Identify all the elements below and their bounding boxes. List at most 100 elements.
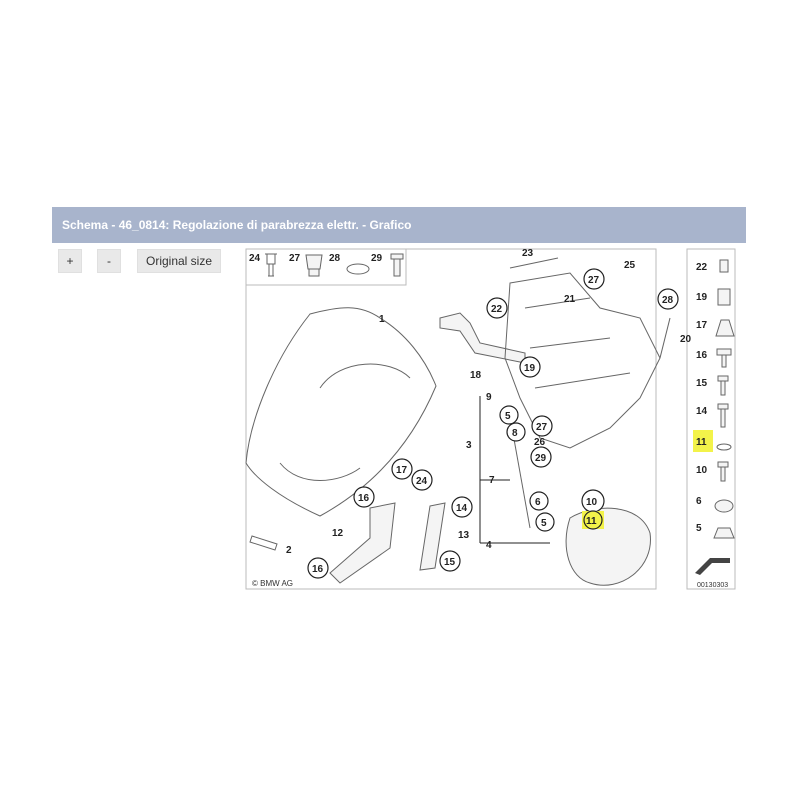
callout-16-circle-a <box>353 486 375 508</box>
screw-icon <box>717 375 729 396</box>
sleeve-icon <box>717 288 731 306</box>
side-part-19-label: 19 <box>696 292 708 303</box>
side-part-6[interactable]: 6 <box>696 496 734 513</box>
callout-17-circle <box>391 458 413 480</box>
holder-12[interactable] <box>329 502 396 584</box>
top-part-24-label: 24 <box>249 253 261 264</box>
side-part-19[interactable]: 19 <box>696 288 731 306</box>
cable-23[interactable] <box>509 257 559 269</box>
callout-7: 7 <box>489 475 495 486</box>
motor-unit-10[interactable] <box>565 507 651 586</box>
top-part-29-label: 29 <box>371 253 383 264</box>
support-bracket-18[interactable] <box>439 312 526 364</box>
callout-27b: 27 <box>536 422 548 433</box>
callout-13: 13 <box>458 530 470 541</box>
callout-27-circle-a <box>583 268 605 290</box>
parts-diagram[interactable]: 24 27 28 29 1 2 3 4 5 5 <box>240 248 740 600</box>
original-size-button[interactable]: Original size <box>137 249 221 273</box>
callout-1: 1 <box>379 314 385 325</box>
callout-5a: 5 <box>505 411 511 422</box>
side-part-6-label: 6 <box>696 496 702 507</box>
part-2-clip[interactable] <box>249 535 278 551</box>
callout-14: 14 <box>456 503 468 514</box>
callout-21: 21 <box>564 294 576 305</box>
callout-16-circle-b <box>307 557 329 579</box>
side-part-11[interactable]: 11 <box>693 430 732 452</box>
expansion-nut-icon <box>305 254 323 277</box>
callout-6-circle <box>529 491 549 511</box>
callout-22: 22 <box>491 304 503 315</box>
callout-11-circle <box>583 510 603 530</box>
callout-4: 4 <box>486 540 492 551</box>
side-part-17[interactable]: 17 <box>696 319 735 337</box>
rivet-icon <box>265 253 277 277</box>
callout-5-circle-a <box>499 405 519 425</box>
callout-29: 29 <box>535 453 547 464</box>
callout-20: 20 <box>680 334 692 345</box>
side-part-14-label: 14 <box>696 406 708 417</box>
side-part-5-label: 5 <box>696 523 702 534</box>
threaded-rod-8[interactable] <box>511 427 531 529</box>
top-part-27-label: 27 <box>289 253 301 264</box>
callout-26: 26 <box>534 437 546 448</box>
callout-27-circle-b <box>531 415 553 437</box>
callout-22-circle <box>486 297 508 319</box>
side-part-22-label: 22 <box>696 262 708 273</box>
side-part-11-label: 11 <box>696 437 707 448</box>
screw-icon <box>717 461 729 482</box>
callout-9: 9 <box>486 392 492 403</box>
top-parts-frame <box>245 248 407 286</box>
callout-14-circle <box>451 496 473 518</box>
spacer-screw-icon <box>716 348 732 368</box>
callout-5-circle-b <box>535 512 555 532</box>
callout-18: 18 <box>470 370 482 381</box>
callout-24: 24 <box>416 476 428 487</box>
zoom-in-button[interactable]: + <box>58 249 82 273</box>
diagram-title: Schema - 46_0814: Regolazione di parabre… <box>62 218 412 232</box>
callout-6: 6 <box>535 497 541 508</box>
rubber-buffer-icon <box>713 527 735 539</box>
zoom-out-button[interactable]: - <box>97 249 121 273</box>
bolt-icon <box>719 259 729 273</box>
side-parts-column: 22 19 17 16 15 14 11 10 <box>693 259 735 589</box>
callout-12: 12 <box>332 528 344 539</box>
callout-27a: 27 <box>588 275 600 286</box>
side-part-10[interactable]: 10 <box>696 461 729 482</box>
circlip-icon <box>346 263 370 275</box>
damper-20[interactable] <box>659 317 671 359</box>
top-part-24[interactable]: 24 <box>249 253 277 277</box>
callout-16a: 16 <box>358 493 370 504</box>
side-part-16[interactable]: 16 <box>696 348 732 368</box>
drawing-number: 00130303 <box>697 582 728 589</box>
callout-17: 17 <box>396 465 408 476</box>
main-diagram-frame <box>245 248 657 590</box>
side-part-10-label: 10 <box>696 465 708 476</box>
mounting-frame[interactable] <box>504 272 661 449</box>
callout-24-circle <box>411 469 433 491</box>
callout-15: 15 <box>444 557 456 568</box>
callout-11-highlight <box>582 511 604 529</box>
windscreen-contour <box>279 363 411 481</box>
callout-19: 19 <box>524 363 536 374</box>
top-part-27[interactable]: 27 <box>289 253 323 277</box>
windscreen[interactable] <box>245 307 437 517</box>
side-part-5[interactable]: 5 <box>696 523 735 539</box>
side-part-14[interactable]: 14 <box>696 403 729 428</box>
callout-3: 3 <box>466 440 472 451</box>
callout-11: 11 <box>586 516 597 527</box>
callout-15-circle <box>439 550 461 572</box>
top-part-29[interactable]: 29 <box>371 253 404 277</box>
long-screw-icon <box>717 403 729 428</box>
side-part-15[interactable]: 15 <box>696 375 729 396</box>
washer-icon <box>716 443 732 451</box>
callout-29-circle <box>530 446 552 468</box>
holder-13[interactable] <box>419 502 446 571</box>
callouts-main: 1 2 3 4 5 5 6 7 8 9 10 11 12 13 14 15 16… <box>286 248 692 579</box>
side-part-11-highlight <box>693 430 713 452</box>
callout-5b: 5 <box>541 518 547 529</box>
diagram-title-bar: Schema - 46_0814: Regolazione di parabre… <box>52 207 746 243</box>
top-part-28[interactable]: 28 <box>329 253 370 275</box>
callout-8: 8 <box>512 428 518 439</box>
side-part-22[interactable]: 22 <box>696 259 729 273</box>
side-part-17-label: 17 <box>696 320 708 331</box>
